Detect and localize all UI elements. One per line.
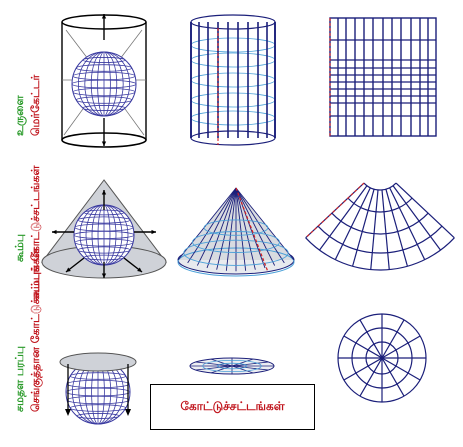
cone2-meridian bbox=[216, 187, 237, 270]
plane2-meridian bbox=[195, 361, 233, 367]
cone2-meridian bbox=[235, 187, 256, 270]
conic-parallel bbox=[363, 182, 397, 191]
conic-meridian bbox=[351, 189, 375, 267]
cone2-meridian bbox=[235, 187, 266, 269]
projection-arrow-head bbox=[101, 190, 107, 195]
cone2-meridian bbox=[225, 187, 237, 271]
projection-arrow-head bbox=[101, 273, 107, 278]
cylinder2-parallel bbox=[190, 92, 276, 108]
plane1-arrow-left bbox=[65, 409, 71, 416]
projection-arrow-head bbox=[151, 229, 156, 235]
projection-arrow-head bbox=[52, 229, 57, 235]
cylinder2-parallel bbox=[190, 52, 276, 68]
cone2-meridian bbox=[196, 187, 237, 266]
azimuthal-meridian bbox=[343, 335, 383, 359]
conic-meridian bbox=[370, 189, 379, 270]
legend-box: கோட்டுச்சட்டங்கள் bbox=[150, 384, 315, 430]
conic-meridian bbox=[385, 189, 409, 267]
plane2-meridian bbox=[231, 365, 254, 374]
cylinder2-parallel bbox=[190, 72, 276, 88]
cone2-meridian bbox=[187, 187, 237, 264]
conic-meridian bbox=[381, 189, 390, 270]
plane2-meridian bbox=[231, 361, 269, 367]
azimuthal-meridian bbox=[359, 319, 383, 359]
cylinder2-bottom bbox=[190, 130, 276, 146]
projection-arrow-head bbox=[137, 267, 142, 272]
cone2-meridian bbox=[235, 187, 247, 271]
plane1-arrow-right bbox=[125, 409, 131, 416]
conic-parallel bbox=[305, 237, 455, 271]
cone2-meridian bbox=[206, 187, 237, 269]
conic-tangent-dash bbox=[305, 182, 365, 239]
azimuthal-meridian bbox=[381, 357, 405, 397]
azimuthal-meridian bbox=[381, 319, 405, 359]
cone2-parallel bbox=[203, 219, 269, 236]
projection-arrow-head bbox=[66, 267, 71, 272]
cone2-meridian bbox=[235, 187, 276, 266]
plane2-meridian bbox=[231, 365, 269, 371]
plane2-meridian bbox=[210, 365, 233, 374]
plane2-parallel bbox=[202, 359, 262, 372]
plane2-meridian bbox=[195, 365, 233, 371]
plane2-meridian bbox=[231, 358, 254, 367]
cone2-parallel bbox=[183, 239, 289, 266]
azimuthal-meridian bbox=[343, 357, 383, 381]
azimuthal-meridian bbox=[381, 357, 421, 381]
azimuthal-meridian bbox=[381, 335, 421, 359]
conic-meridian bbox=[392, 185, 442, 251]
azimuthal-meridian bbox=[359, 357, 383, 397]
conic-meridian bbox=[334, 187, 371, 260]
conic-parallel bbox=[317, 225, 443, 254]
cylinder2-parallel bbox=[190, 110, 276, 126]
legend-label: கோட்டுச்சட்டங்கள் bbox=[180, 399, 285, 413]
cone2-meridian bbox=[235, 187, 285, 264]
conic-parallel bbox=[347, 197, 413, 213]
conic-meridian bbox=[389, 187, 426, 260]
plane1-disc bbox=[59, 352, 137, 372]
conic-meridian bbox=[318, 185, 368, 251]
cylinder2-parallel bbox=[190, 37, 276, 53]
cone2-parallel bbox=[192, 231, 280, 253]
conic-parallel bbox=[331, 212, 429, 235]
plane2-parallel bbox=[216, 362, 248, 370]
cylinder2-top bbox=[190, 14, 276, 30]
arrow-up-head bbox=[101, 14, 107, 19]
conic-meridian bbox=[395, 182, 455, 239]
plane2-meridian bbox=[210, 358, 233, 367]
arrow-down-head bbox=[101, 141, 107, 146]
